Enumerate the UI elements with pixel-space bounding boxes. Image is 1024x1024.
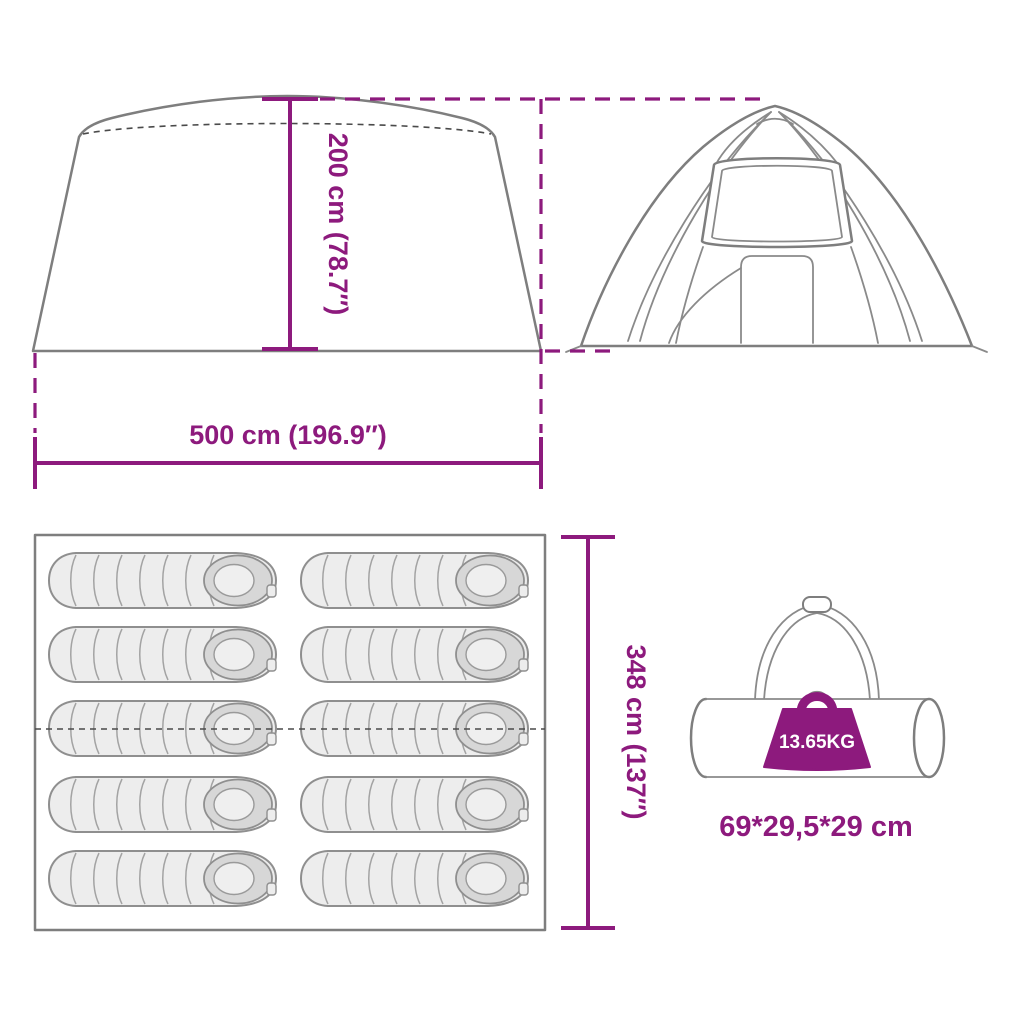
bag-weight-label: 13.65KG xyxy=(779,732,855,753)
floor-plan-icon xyxy=(33,533,547,932)
height-dimension: 200 cm (78.7″) xyxy=(262,97,353,351)
width-dimension: 500 cm (196.9″) xyxy=(33,420,543,489)
carry-bag-icon: 13.65KG 69*29,5*29 cm xyxy=(689,596,946,843)
tent-height-label: 200 cm (78.7″) xyxy=(323,133,353,316)
tent-depth-label: 348 cm (137″) xyxy=(621,644,651,819)
projection-lines xyxy=(33,97,770,433)
depth-dimension: 348 cm (137″) xyxy=(561,535,651,930)
tent-side-view-icon xyxy=(31,94,543,353)
bag-size-label: 69*29,5*29 cm xyxy=(719,811,913,843)
weight-badge-icon: 13.65KG xyxy=(763,692,871,771)
tent-width-label: 500 cm (196.9″) xyxy=(189,420,387,450)
tent-front-view-icon xyxy=(565,104,988,353)
handle-grip xyxy=(802,596,832,613)
